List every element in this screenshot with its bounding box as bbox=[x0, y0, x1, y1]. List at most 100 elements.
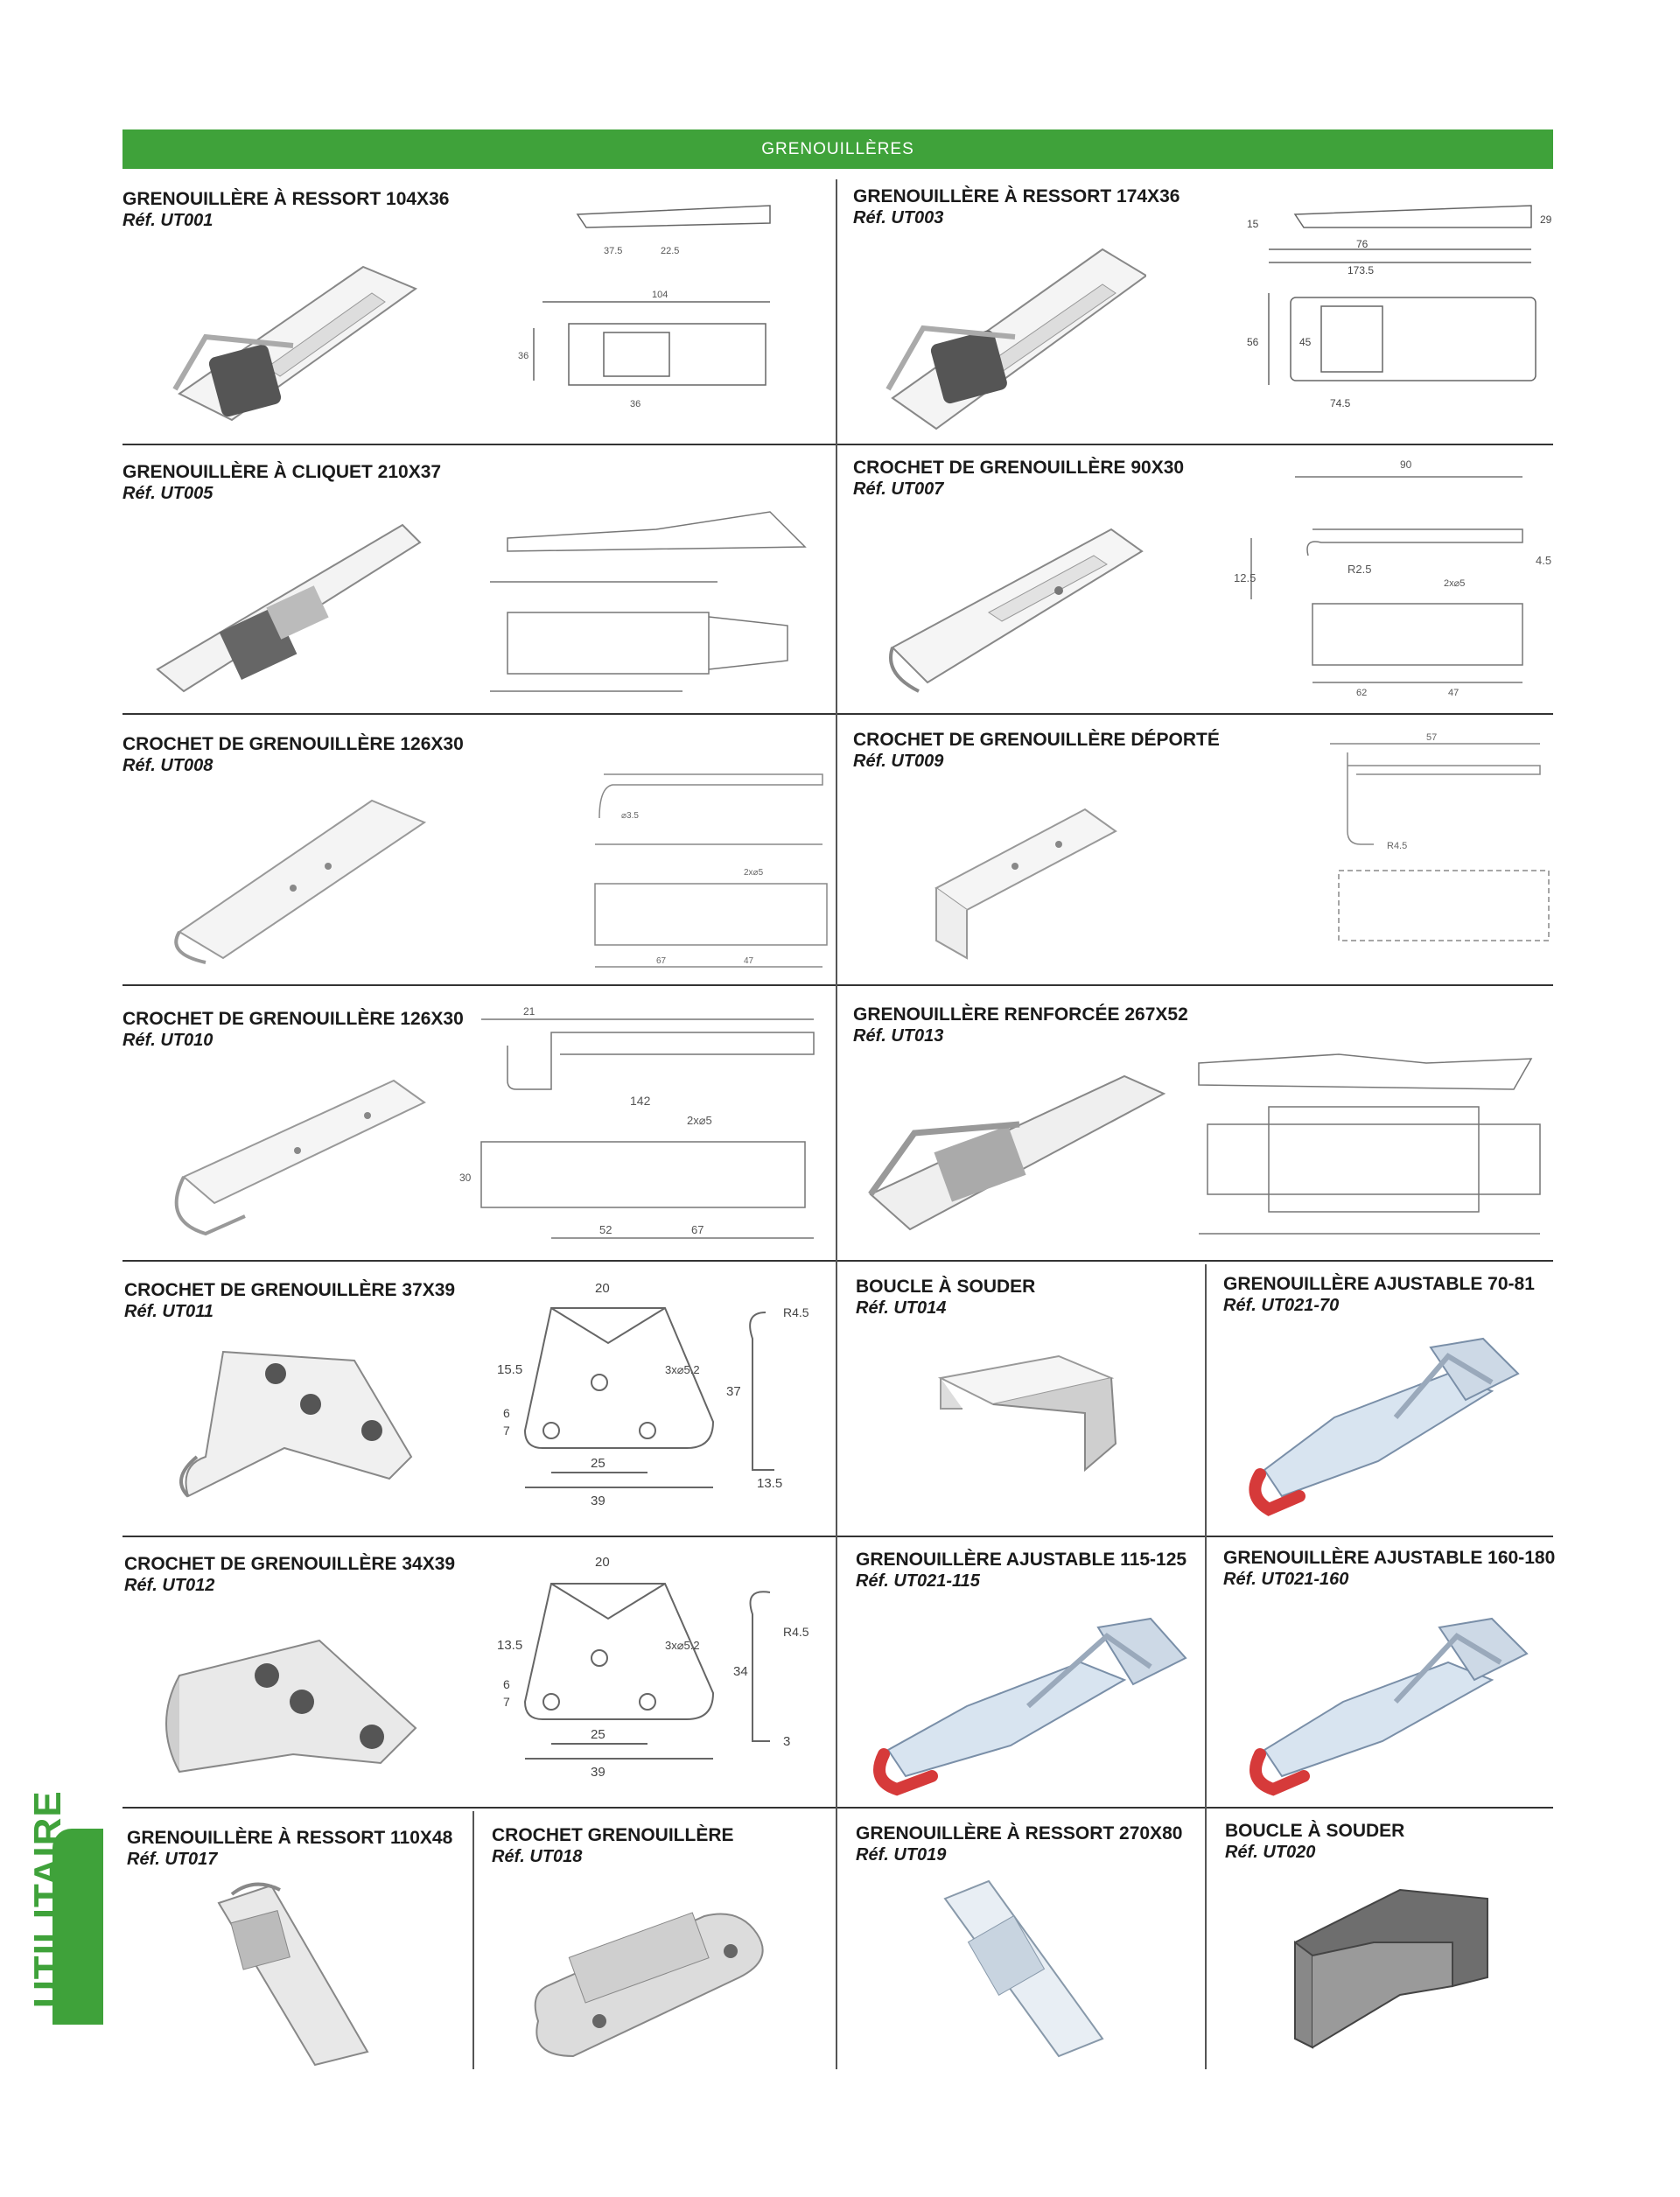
product-photo bbox=[886, 248, 1146, 430]
dim-label: R4.5 bbox=[1387, 841, 1407, 851]
separator bbox=[122, 1536, 1553, 1537]
dim-label: 36 bbox=[630, 399, 640, 409]
technical-drawing: R4.5 57 bbox=[1330, 732, 1550, 941]
product-photo bbox=[1250, 1617, 1529, 1796]
product-ref: Réf. UT003 bbox=[853, 208, 944, 227]
side-tab bbox=[52, 1829, 103, 2025]
separator bbox=[122, 713, 1553, 715]
dim-label: 21 bbox=[523, 1005, 536, 1018]
product-title: GRENOUILLÈRE À RESSORT 270X80 bbox=[856, 1823, 1183, 1844]
column-divider bbox=[836, 179, 837, 2069]
dim-label: ⌀3.5 bbox=[621, 811, 639, 821]
product-title: GRENOUILLÈRE À CLIQUET 210X37 bbox=[122, 462, 442, 482]
dim-label: 104 bbox=[652, 290, 668, 300]
dim-label: 47 bbox=[1448, 688, 1459, 698]
product-ref: Réf. UT005 bbox=[122, 484, 214, 503]
dim-label: 25 bbox=[591, 1456, 606, 1471]
product-title: GRENOUILLÈRE AJUSTABLE 115-125 bbox=[856, 1550, 1187, 1570]
dim-label: 15.5 bbox=[497, 1362, 522, 1377]
dim-label: 30 bbox=[459, 1172, 472, 1184]
product-photo bbox=[156, 523, 422, 693]
product-photo bbox=[937, 1354, 1117, 1473]
separator bbox=[122, 1260, 1553, 1262]
product-ref: Réf. UT021-115 bbox=[856, 1571, 980, 1591]
product-photo bbox=[868, 1074, 1166, 1231]
separator bbox=[122, 984, 1553, 986]
section-title: GRENOUILLÈRES bbox=[761, 139, 914, 158]
product-photo bbox=[174, 799, 427, 964]
dim-label: 15 bbox=[1247, 218, 1259, 230]
dim-label: 90 bbox=[1400, 458, 1412, 471]
technical-drawing: 20 15.5 6 7 25 39 3x⌀5.2 R4.5 37 13.5 bbox=[497, 1281, 809, 1508]
product-title: GRENOUILLÈRE RENFORCÉE 267X52 bbox=[853, 1004, 1188, 1025]
product-ref: Réf. UT010 bbox=[122, 1031, 214, 1050]
dim-label: 76 bbox=[1356, 238, 1368, 250]
product-title: CROCHET DE GRENOUILLÈRE 126X30 bbox=[122, 1009, 464, 1029]
product-ref: Réf. UT008 bbox=[122, 756, 214, 775]
dim-label: 13.5 bbox=[497, 1638, 522, 1653]
dim-label: 2x⌀5 bbox=[744, 868, 764, 878]
dim-label: 12.5 bbox=[1234, 571, 1256, 584]
product-title: GRENOUILLÈRE À RESSORT 110X48 bbox=[127, 1828, 453, 1848]
dim-label: 39 bbox=[591, 1765, 606, 1780]
dim-label: 57 bbox=[1426, 732, 1437, 743]
dim-label: 2x⌀5 bbox=[1444, 578, 1465, 589]
dim-label: 2x⌀5 bbox=[687, 1114, 712, 1127]
product-photo bbox=[1249, 1337, 1520, 1516]
dim-label: 67 bbox=[656, 956, 667, 966]
product-ref: Réf. UT019 bbox=[856, 1845, 947, 1865]
product-photo bbox=[172, 265, 418, 422]
column-divider bbox=[472, 1811, 474, 2069]
dim-label: 45 bbox=[1299, 336, 1312, 348]
product-ref: Réf. UT007 bbox=[853, 479, 944, 499]
dim-label: R2.5 bbox=[1348, 563, 1371, 576]
dim-label: 6 bbox=[503, 1677, 510, 1691]
product-ref: Réf. UT013 bbox=[853, 1026, 944, 1046]
side-label-text: UTILITAIRE bbox=[26, 1790, 69, 2008]
dim-label: 20 bbox=[595, 1555, 610, 1570]
product-title: CROCHET GRENOUILLÈRE bbox=[492, 1825, 734, 1845]
product-ref: Réf. UT009 bbox=[853, 752, 944, 771]
product-photo bbox=[179, 1350, 413, 1498]
dim-label: 36 bbox=[518, 351, 528, 361]
product-ref: Réf. UT011 bbox=[124, 1302, 214, 1321]
dim-label: 29 bbox=[1540, 213, 1552, 226]
product-title: GRENOUILLÈRE AJUSTABLE 160-180 bbox=[1223, 1548, 1556, 1568]
separator bbox=[122, 444, 1553, 445]
product-ref: Réf. UT021-70 bbox=[1223, 1296, 1340, 1315]
dim-label: 37 bbox=[726, 1384, 741, 1399]
product-title: GRENOUILLÈRE À RESSORT 174X36 bbox=[853, 186, 1180, 206]
dim-label: R4.5 bbox=[783, 1625, 809, 1639]
column-divider bbox=[1205, 1264, 1207, 2069]
dim-label: 67 bbox=[691, 1223, 704, 1236]
dim-label: 142 bbox=[630, 1094, 651, 1108]
product-title: CROCHET DE GRENOUILLÈRE 34X39 bbox=[124, 1554, 456, 1574]
product-title: GRENOUILLÈRE À RESSORT 104X36 bbox=[122, 189, 450, 209]
product-ref: Réf. UT020 bbox=[1225, 1843, 1316, 1862]
product-ref: Réf. UT001 bbox=[122, 211, 214, 230]
product-title: CROCHET DE GRENOUILLÈRE 37X39 bbox=[124, 1280, 456, 1300]
product-ref: Réf. UT012 bbox=[124, 1576, 215, 1595]
dim-label: 20 bbox=[595, 1281, 610, 1296]
product-title: CROCHET DE GRENOUILLÈRE DÉPORTÉ bbox=[853, 730, 1220, 750]
product-ref: Réf. UT021-160 bbox=[1223, 1570, 1349, 1589]
technical-drawing bbox=[490, 511, 807, 692]
dim-label: 25 bbox=[591, 1727, 606, 1742]
product-photo bbox=[934, 808, 1117, 960]
dim-label: 39 bbox=[591, 1494, 606, 1508]
technical-drawing: 90 R2.5 12.5 4.5 2x⌀5 62 47 bbox=[1234, 458, 1551, 698]
technical-drawing: 104 36 36 37.5 22.5 bbox=[518, 205, 771, 409]
dim-label: 56 bbox=[1247, 336, 1259, 348]
dim-label: 4.5 bbox=[1536, 554, 1551, 567]
dim-label: 3x⌀5.2 bbox=[665, 1363, 700, 1376]
product-ref: Réf. UT014 bbox=[856, 1298, 947, 1318]
dim-label: R4.5 bbox=[783, 1305, 809, 1319]
product-photo bbox=[943, 1879, 1104, 2058]
dim-label: 3 bbox=[783, 1734, 790, 1749]
technical-drawing: 76 173.5 56 45 74.5 15 29 bbox=[1247, 205, 1552, 409]
product-title: GRENOUILLÈRE AJUSTABLE 70-81 bbox=[1223, 1274, 1535, 1294]
product-photo bbox=[534, 1912, 764, 2058]
product-ref: Réf. UT018 bbox=[492, 1847, 583, 1866]
product-photo bbox=[889, 528, 1144, 693]
dim-label: 37.5 bbox=[604, 246, 622, 256]
